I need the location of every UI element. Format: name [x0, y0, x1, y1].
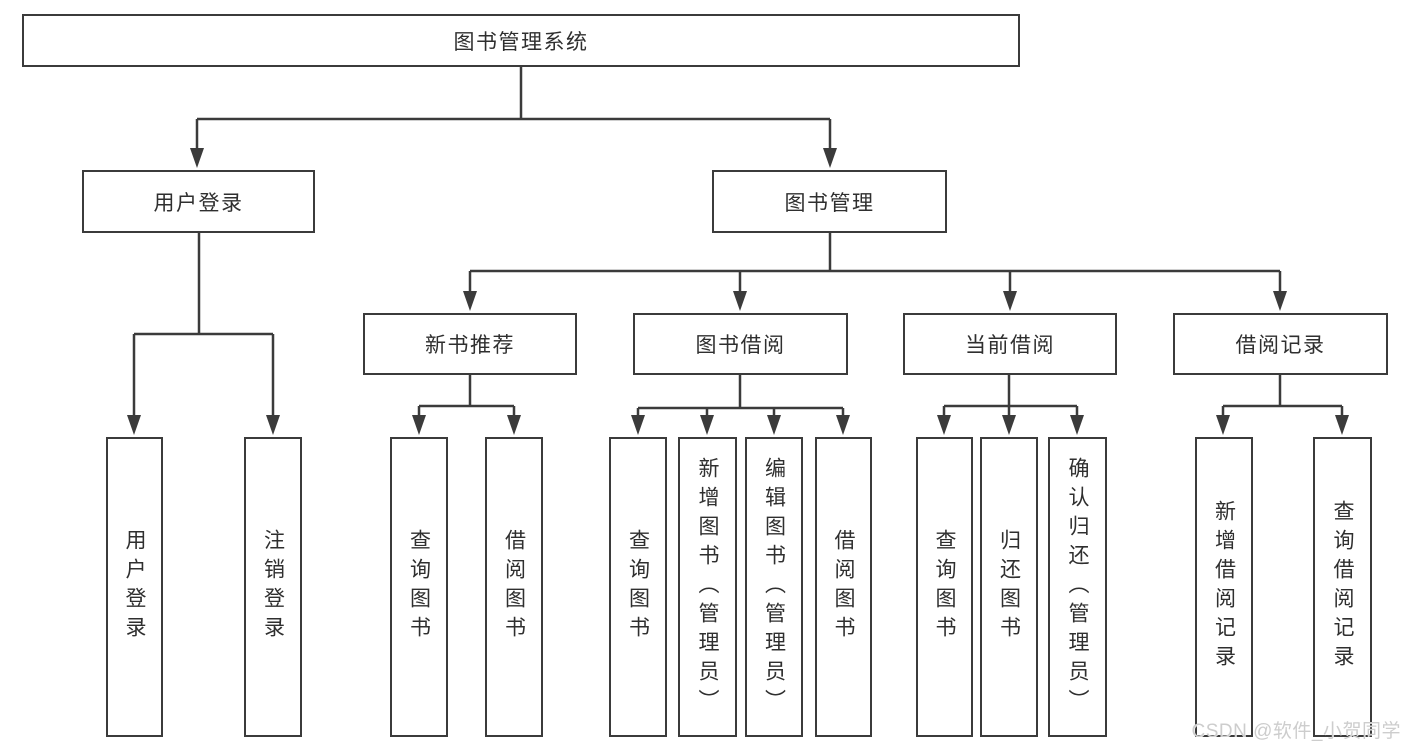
node-user-login: 用户登录 [82, 170, 315, 233]
leaf-query-borrow-record: 查询借阅记录 [1313, 437, 1372, 737]
leaf-edit-book-admin: 编辑图书（管理员） [745, 437, 803, 737]
csdn-watermark: CSDN @软件_小贺同学 [1191, 721, 1401, 742]
node-book-borrowing: 图书借阅 [633, 313, 848, 375]
leaf-query-books-borrowing: 查询图书 [609, 437, 667, 737]
leaf-query-books-recommend: 查询图书 [390, 437, 448, 737]
node-book-management: 图书管理 [712, 170, 947, 233]
leaf-add-borrow-record: 新增借阅记录 [1195, 437, 1253, 737]
arrowheads [127, 148, 1349, 435]
leaf-query-books-current: 查询图书 [916, 437, 973, 737]
node-current-borrowing: 当前借阅 [903, 313, 1117, 375]
leaf-logout: 注销登录 [244, 437, 302, 737]
leaf-borrow-books-recommend: 借阅图书 [485, 437, 543, 737]
node-borrowing-records: 借阅记录 [1173, 313, 1388, 375]
leaf-return-book: 归还图书 [980, 437, 1038, 737]
leaf-confirm-return-admin: 确认归还（管理员） [1048, 437, 1107, 737]
leaf-borrow-books: 借阅图书 [815, 437, 872, 737]
node-new-book-recommend: 新书推荐 [363, 313, 577, 375]
node-library-management-system: 图书管理系统 [22, 14, 1020, 67]
leaf-add-book-admin: 新增图书（管理员） [678, 437, 737, 737]
leaf-user-login: 用户登录 [106, 437, 163, 737]
